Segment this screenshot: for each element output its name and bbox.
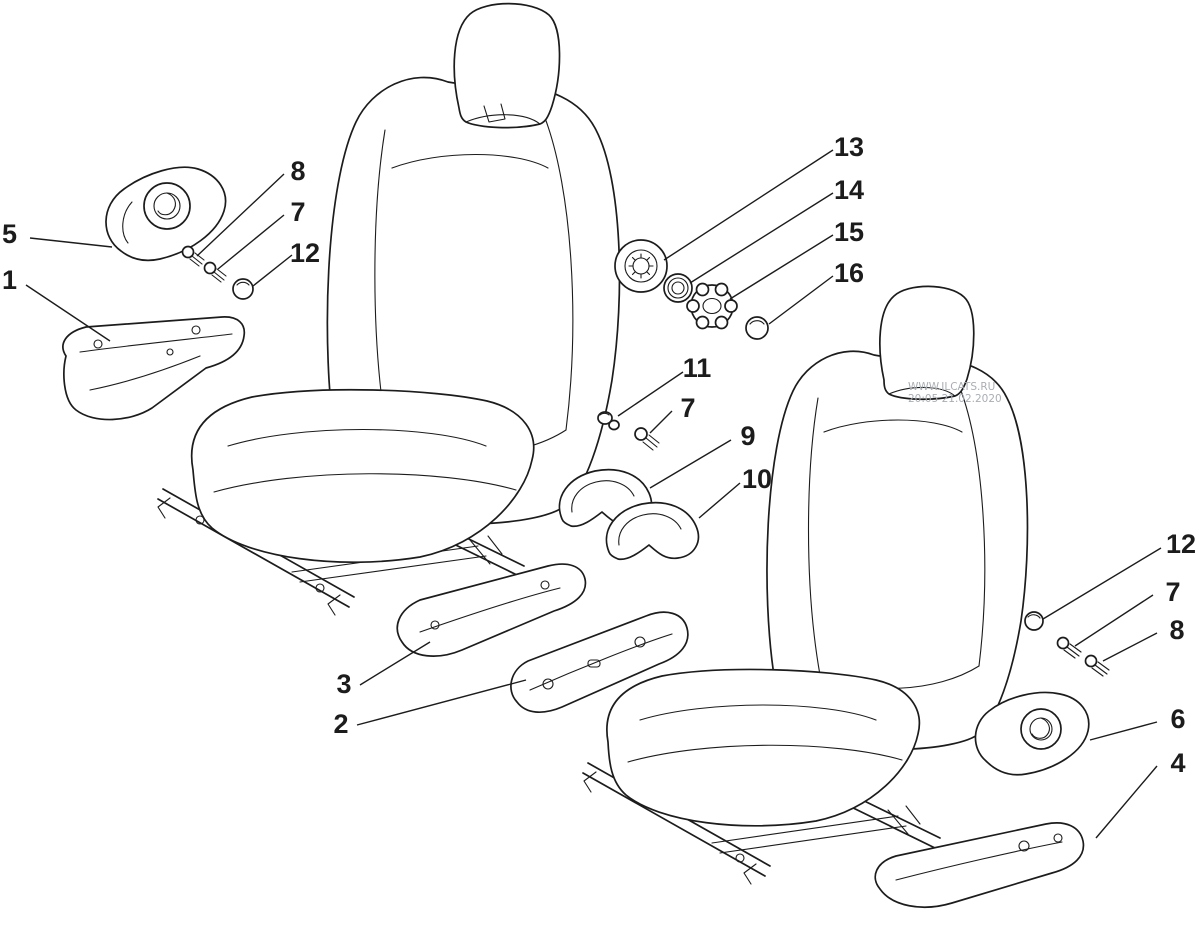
- part-4-side-trim: [874, 822, 1085, 909]
- callouts: 5 8 7 12 1 13 14 15 16 11 7 9 10 3 2 12 …: [2, 132, 1196, 778]
- part-1-side-trim: [62, 316, 246, 421]
- part-5-recliner-cover: [105, 166, 227, 262]
- callout-10: 10: [742, 464, 772, 494]
- callout-3: 3: [336, 669, 351, 699]
- part-11-fastener: [597, 411, 620, 431]
- left-seat-cushion: [190, 388, 535, 564]
- callout-15: 15: [834, 217, 864, 247]
- watermark-line1: WWW.ILCATS.RU: [908, 381, 995, 393]
- right-seat-cushion: [606, 668, 921, 827]
- callout-5: 5: [2, 219, 17, 249]
- callout-11: 11: [683, 353, 712, 383]
- callout-13: 13: [834, 132, 864, 162]
- callout-7-right: 7: [1165, 577, 1180, 607]
- callout-9: 9: [740, 421, 755, 451]
- part-7-screw-center: [634, 427, 660, 451]
- callout-7-center: 7: [680, 393, 695, 423]
- part-10-handle: [605, 501, 700, 561]
- callout-6: 6: [1170, 704, 1185, 734]
- part-12-cap-left: [232, 278, 254, 300]
- left-seat-headrest: [453, 2, 561, 129]
- part-8-screw-left: [181, 245, 205, 267]
- callout-16: 16: [834, 258, 864, 288]
- part-7-screw-right: [1056, 636, 1082, 659]
- part-2-side-trim: [510, 611, 689, 713]
- watermark: WWW.ILCATS.RU 20:05 21.02.2020: [908, 381, 1002, 405]
- leader-lines: [25, 149, 1162, 839]
- left-seat: [157, 2, 621, 616]
- right-seat: [582, 285, 1029, 885]
- callout-2: 2: [333, 709, 348, 739]
- part-8-screw-right: [1084, 654, 1110, 677]
- callout-12-left: 12: [290, 238, 320, 268]
- watermark-line2: 20:05 21.02.2020: [908, 393, 1002, 405]
- part-12-cap-right: [1024, 611, 1044, 631]
- callout-7-left: 7: [290, 197, 305, 227]
- callout-12-right: 12: [1166, 529, 1196, 559]
- callout-8-left: 8: [290, 156, 305, 186]
- part-6-recliner-cover: [974, 691, 1090, 776]
- right-seat-backrest: [766, 350, 1029, 751]
- part-13-disc: [614, 239, 668, 293]
- part-3-side-trim: [396, 563, 587, 657]
- part-7-screw-left: [203, 261, 227, 283]
- callout-1: 1: [2, 265, 17, 295]
- part-15-knob: [686, 282, 738, 330]
- callout-8-right: 8: [1169, 615, 1184, 645]
- part-14-ring: [663, 273, 693, 303]
- callout-14: 14: [834, 175, 864, 205]
- part-16-cap: [745, 316, 769, 340]
- callout-4: 4: [1170, 748, 1185, 778]
